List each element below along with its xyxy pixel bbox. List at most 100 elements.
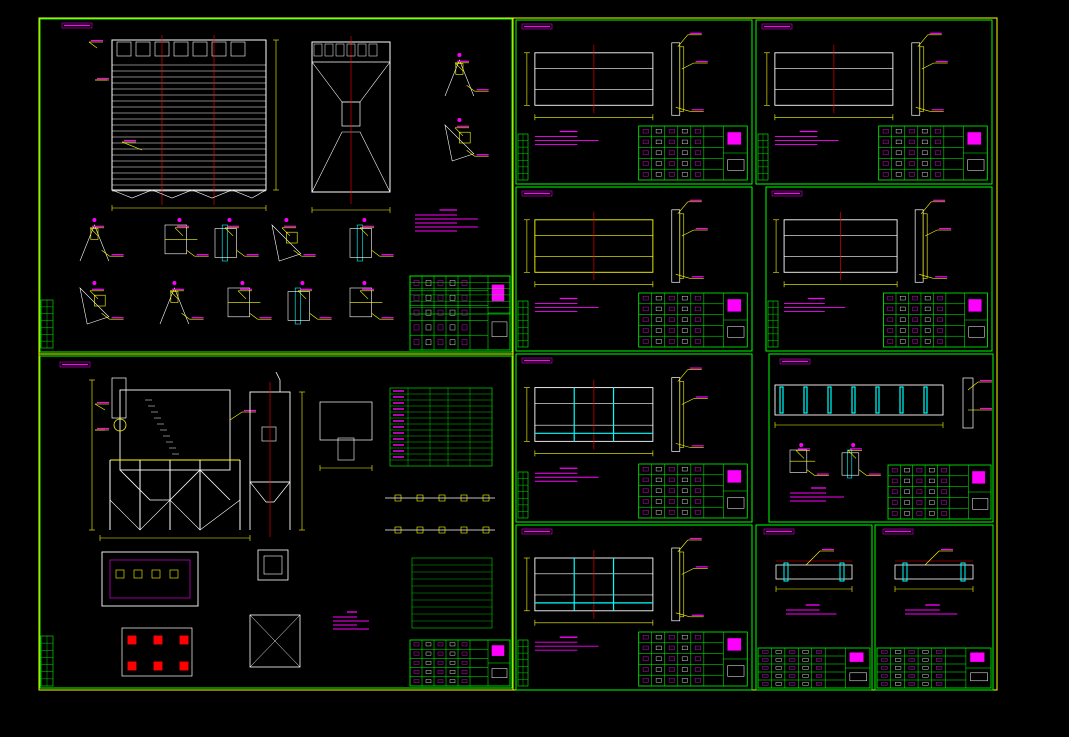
sheet-label-box [761,23,793,30]
title-block-text-stub [425,651,432,656]
dimension-line [774,422,944,428]
title-block-text-stub [912,306,919,312]
sheet-label [763,528,795,535]
title-block-text-stub [921,150,928,155]
detail-plate [94,294,106,307]
hopper-outlet [173,41,189,57]
title-block-text-stub [904,500,910,505]
sheet-support-structure [39,355,513,689]
title-block-text-stub [802,666,809,670]
title-block-text-stub [936,650,943,654]
title-block-text-stub [655,656,662,661]
title-block-text-stub [668,317,675,322]
title-block-text-stub [916,468,923,473]
section-marker [300,281,305,285]
section-marker [457,53,462,57]
title-block-text-stub [937,328,943,333]
title-block-text-stub [655,339,662,344]
title-block-text-stub [668,161,675,166]
title-block-text-stub [681,467,688,472]
title-block-logo [727,638,742,651]
anchor-pad [179,661,189,671]
annotation-leader [675,443,704,448]
title-block-text-stub [681,656,688,661]
leader-line [675,612,690,618]
bolt-plate [394,494,402,502]
title-block-text-stub [425,339,432,346]
dimension-line [763,52,770,106]
title-block-text-stub [908,650,915,654]
title-block-text-stub [655,139,662,145]
title-block-text-stub [694,645,701,651]
title-block-text-stub [668,667,675,672]
annotation-leader [677,537,702,553]
annotation-leader [454,60,469,72]
title-block-text-stub [681,328,688,333]
leader-line [675,443,690,448]
title-block-text-stub [912,317,919,322]
title-block-text-stub [681,306,688,312]
title-block-text-stub [461,295,468,301]
title-block-logo [968,299,982,312]
column-base-inner [263,555,283,575]
foundation-plan-inner [109,559,191,599]
title-block-text-stub [413,660,420,665]
title-block-text-stub [437,339,444,346]
revision-strip [40,299,54,349]
title-block [878,125,988,181]
side-view [911,42,921,116]
sheet-label [61,22,93,29]
annotation-leader [847,448,862,459]
title-block-text-stub [762,658,769,662]
annotation-leader [169,288,184,300]
revision-strip [757,133,769,181]
title-block-text-stub [449,651,456,656]
side-view [914,209,924,283]
title-block-text-stub [882,172,889,177]
leader-line [236,249,245,257]
beam-end-plate [902,562,908,582]
annotation-leader [917,32,942,47]
fan-inlet [113,418,127,432]
title-block-text-stub [908,150,915,155]
sheet-border [515,353,753,523]
annotation-leader [919,273,948,279]
leader-line [169,290,179,300]
title-block-text-stub [899,328,906,333]
leader-line [94,403,106,411]
detail-outline [79,224,110,262]
leader-line [101,312,110,320]
detail-outline [841,452,860,476]
title-block-text-stub [924,339,931,344]
sheet-panel-c [515,186,753,352]
title-block-text-stub [681,488,688,493]
title-block-text-stub [668,139,675,145]
title-block-text-stub [642,667,649,672]
leader-line [237,290,247,300]
dimension-line [319,465,373,471]
title-block-text-stub [694,172,701,177]
revision-strip [517,300,529,348]
casing-body [119,389,231,471]
title-block [409,639,511,687]
notes-block [774,130,839,145]
title-block-text-stub [461,642,468,647]
annotation-leader [174,225,189,237]
title-block-text-stub [449,309,456,316]
hopper-outlet [116,41,132,57]
title-block-text-stub [668,488,675,493]
drawing-number-text [727,497,745,509]
beam-elevation [775,564,853,580]
dimension-line [775,586,853,592]
title-block-text-stub [694,328,701,333]
title-block-text-stub [934,129,941,134]
title-block-text-stub [929,478,935,484]
title-block-text-stub [937,296,943,301]
title-block-text-stub [921,129,928,134]
title-block [876,647,992,689]
title-block-text-stub [681,667,688,672]
revision-strip [40,635,54,687]
title-block-text-stub [921,139,928,145]
title-block-text-stub [642,306,649,312]
